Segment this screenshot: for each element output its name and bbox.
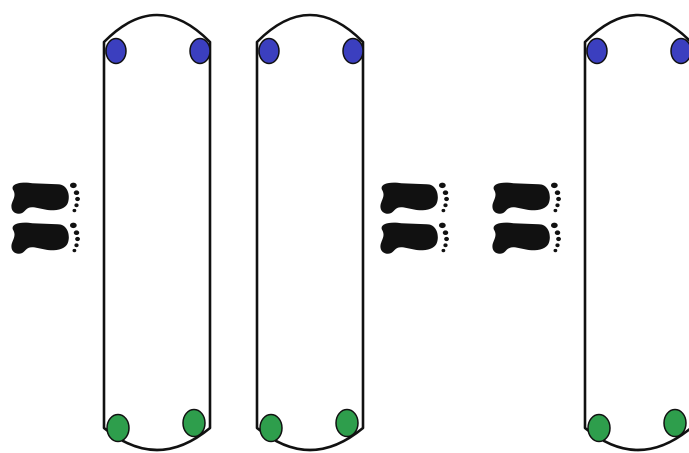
foot-lower	[11, 222, 80, 254]
footprints-icon	[11, 182, 80, 254]
blue-dot-left	[258, 37, 280, 65]
green-dot-right	[182, 408, 206, 438]
footprints-icon	[380, 182, 449, 254]
green-dot-left	[587, 413, 611, 443]
lane-outline	[255, 13, 365, 452]
foot-upper	[492, 182, 561, 214]
foot-upper	[11, 182, 80, 214]
lane-1	[102, 13, 212, 452]
lane-3	[583, 13, 689, 452]
green-dot-left	[259, 413, 283, 443]
blue-dot-left	[586, 37, 608, 65]
green-dot-right	[335, 408, 359, 438]
foot-upper	[380, 182, 449, 214]
foot-lower	[380, 222, 449, 254]
lane-2	[255, 13, 365, 452]
footprints-group	[11, 182, 561, 254]
green-dot-right	[663, 408, 687, 438]
blue-dot-right	[189, 37, 211, 65]
foot-lower	[492, 222, 561, 254]
blue-dot-left	[105, 37, 127, 65]
lane-outline	[102, 13, 212, 452]
blue-dot-right	[342, 37, 364, 65]
blue-dot-right	[670, 37, 689, 65]
green-dot-left	[106, 413, 130, 443]
lanes-group	[102, 13, 689, 452]
lane-outline	[583, 13, 689, 452]
footprints-icon	[492, 182, 561, 254]
